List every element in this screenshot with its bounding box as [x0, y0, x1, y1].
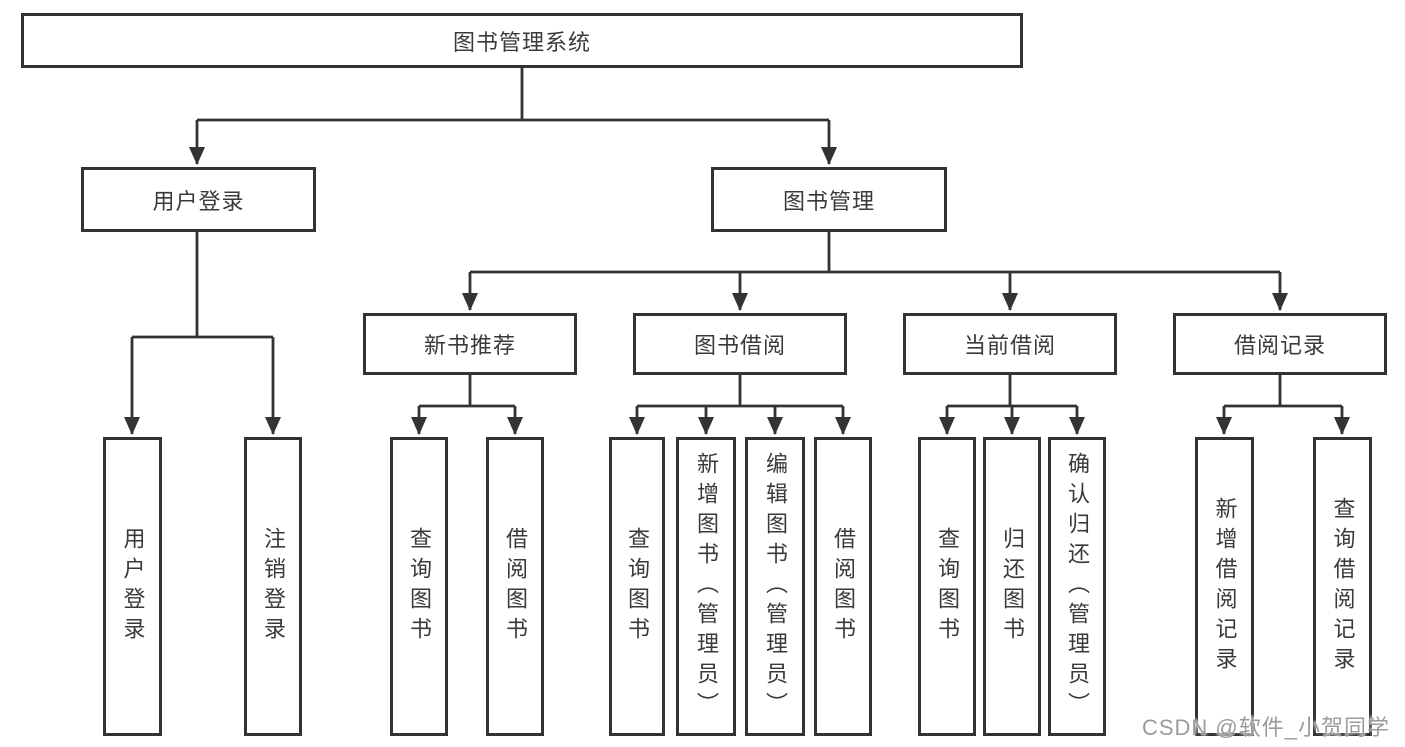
connector-book-borrow-children — [629, 375, 851, 435]
node-label: 图书管理系统 — [452, 29, 591, 55]
node-leaf-query-books: 查询图书 — [609, 437, 665, 736]
node-label: 编辑图书（管理员） — [763, 451, 788, 722]
node-library-management-system: 图书管理系统 — [21, 13, 1023, 68]
node-label: 查询图书 — [625, 526, 650, 647]
node-leaf-return-books: 归还图书 — [983, 437, 1041, 736]
node-leaf-add-book-admin: 新增图书（管理员） — [676, 437, 736, 736]
node-label: 用户登录 — [120, 526, 146, 647]
node-leaf-user-login: 用户登录 — [103, 437, 162, 736]
connector-book-mgmt-to-level3 — [462, 232, 1288, 311]
node-label: 图书借阅 — [693, 333, 786, 358]
node-label: 新增借阅记录 — [1212, 496, 1238, 677]
node-label: 用户登录 — [152, 188, 245, 214]
node-leaf-borrow-books: 借阅图书 — [814, 437, 872, 736]
node-label: 借阅记录 — [1233, 333, 1326, 358]
csdn-watermark: CSDN @软件_小贺同学 — [1141, 715, 1390, 740]
node-current-borrowing: 当前借阅 — [903, 313, 1117, 375]
connector-user-login-children — [124, 232, 281, 435]
node-label: 查询借阅记录 — [1330, 496, 1356, 677]
node-label: 借阅图书 — [503, 526, 528, 647]
node-label: 图书管理 — [782, 188, 875, 214]
node-leaf-query-books: 查询图书 — [390, 437, 448, 736]
node-label: 新增图书（管理员） — [694, 451, 719, 722]
node-label: 注销登录 — [261, 526, 286, 647]
node-label: 查询图书 — [935, 526, 960, 647]
connector-borrow-records-children — [1216, 375, 1350, 435]
node-leaf-edit-book-admin: 编辑图书（管理员） — [745, 437, 805, 736]
node-book-management: 图书管理 — [711, 167, 947, 232]
node-leaf-query-books: 查询图书 — [918, 437, 976, 736]
node-label: 借阅图书 — [831, 526, 856, 647]
node-leaf-add-borrow-record: 新增借阅记录 — [1195, 437, 1254, 736]
connector-root-to-level2 — [189, 68, 837, 165]
connector-current-borrow-children — [939, 375, 1085, 435]
connector-new-book-rec-children — [411, 375, 523, 435]
node-user-login: 用户登录 — [81, 167, 316, 232]
node-label: 确认归还（管理员） — [1065, 451, 1090, 722]
node-leaf-confirm-return-admin: 确认归还（管理员） — [1048, 437, 1106, 736]
node-new-book-recommendation: 新书推荐 — [363, 313, 577, 375]
node-leaf-borrow-books: 借阅图书 — [486, 437, 544, 736]
node-leaf-logout: 注销登录 — [244, 437, 302, 736]
node-borrowing-records: 借阅记录 — [1173, 313, 1387, 375]
node-leaf-query-borrow-record: 查询借阅记录 — [1313, 437, 1372, 736]
node-label: 当前借阅 — [963, 333, 1056, 358]
node-label: 归还图书 — [1000, 526, 1025, 647]
node-label: 查询图书 — [407, 526, 432, 647]
node-book-borrowing: 图书借阅 — [633, 313, 847, 375]
node-label: 新书推荐 — [423, 333, 516, 358]
